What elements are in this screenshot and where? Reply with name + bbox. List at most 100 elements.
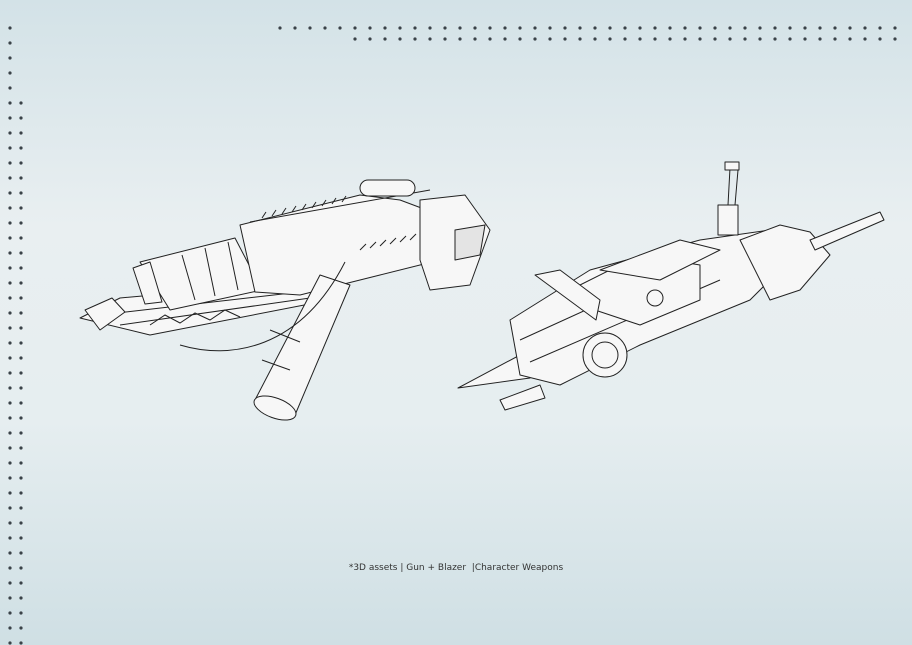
decor-dot [8,101,12,105]
decor-dot [608,26,612,30]
decor-dot [878,26,882,30]
decor-dot [8,341,12,345]
decor-dot [19,101,23,105]
decor-dot [818,37,822,41]
decor-dot [893,37,897,41]
decor-dot [19,281,23,285]
decor-dot [803,26,807,30]
decor-dot [8,491,12,495]
decor-dot [398,26,402,30]
decor-dot [593,26,597,30]
decor-dot [19,161,23,165]
decor-dot [19,341,23,345]
decor-dot [19,611,23,615]
decor-dot [728,26,732,30]
decor-dot [19,476,23,480]
decor-dot [338,26,342,30]
decor-dot [593,37,597,41]
decor-dot [19,431,23,435]
decor-dot [728,37,732,41]
decor-dot [758,37,762,41]
decor-dot [19,551,23,555]
decor-dot [19,641,23,645]
decor-dot [8,266,12,270]
caption-category: |Character Weapons [468,563,564,573]
decor-dot [383,26,387,30]
decor-dot [8,251,12,255]
decor-dot [8,626,12,630]
decor-dot [773,37,777,41]
decor-dot [458,37,462,41]
decor-dot [8,566,12,570]
decor-dot [443,26,447,30]
decor-dot [8,176,12,180]
decor-dot [428,37,432,41]
decor-dot [278,26,282,30]
decor-dot [8,356,12,360]
decor-dot [668,26,672,30]
decor-dot [773,26,777,30]
decor-dot [368,26,372,30]
decor-dot [19,596,23,600]
decor-dot [19,491,23,495]
decor-dot [533,37,537,41]
decor-dot [743,37,747,41]
decor-dot [19,416,23,420]
decor-dot [893,26,897,30]
decor-dot [308,26,312,30]
decor-dot [788,37,792,41]
decor-dot [548,37,552,41]
decor-dot [788,26,792,30]
decor-dot [19,371,23,375]
decor-dot [8,401,12,405]
decor-dot [8,551,12,555]
decor-dot [8,476,12,480]
decor-dot [8,116,12,120]
decor-dot [713,37,717,41]
decor-dot [19,446,23,450]
decor-dot [293,26,297,30]
decor-dot [8,326,12,330]
decor-dot [488,26,492,30]
decor-dot [833,26,837,30]
decor-dot [8,506,12,510]
decor-dot [19,251,23,255]
decor-dot [398,37,402,41]
decor-dot [8,521,12,525]
decor-dot [803,37,807,41]
decor-dot [8,296,12,300]
decor-dot [19,131,23,135]
decor-dot [548,26,552,30]
decor-dot [19,266,23,270]
decor-dot [623,37,627,41]
decor-dot [383,37,387,41]
decor-dot [8,386,12,390]
decor-dot [683,37,687,41]
decor-dot [19,221,23,225]
decor-dot [8,446,12,450]
decor-dot [848,26,852,30]
decor-dot [8,131,12,135]
decor-dot [8,206,12,210]
decor-dot [608,37,612,41]
decor-dot [19,146,23,150]
decor-dot [473,26,477,30]
decor-dot [833,37,837,41]
decor-dot [19,401,23,405]
decor-dot [878,37,882,41]
decor-dot [8,596,12,600]
decor-dot [19,506,23,510]
decor-dot [8,431,12,435]
decor-dot [323,26,327,30]
decor-dot [19,461,23,465]
decor-dot [503,37,507,41]
decor-dot [818,26,822,30]
decor-dot [8,311,12,315]
decor-dot [443,37,447,41]
gun-model [79,179,491,421]
decor-dot [578,37,582,41]
decor-dot [8,41,12,45]
decor-dot [353,26,357,30]
caption-assets: *3D assets | Gun + Blazer [348,563,467,573]
